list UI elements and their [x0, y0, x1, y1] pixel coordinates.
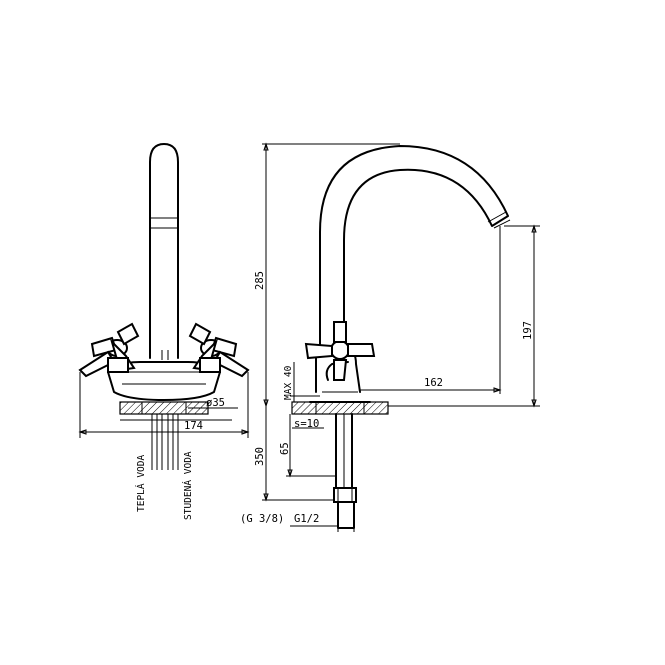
diameter-label: ø35	[206, 397, 225, 409]
base-width-label: 174	[184, 420, 203, 432]
wrench-size-label: s=10	[294, 418, 319, 430]
side-deck-plate	[291, 401, 389, 415]
front-view: ø35 174 TEPLÁ VODA STUDENÁ VODA	[78, 143, 250, 520]
supply-hoses	[151, 414, 179, 470]
shank-length-label: 350	[254, 447, 266, 466]
side-valve-handle	[304, 321, 376, 381]
cold-water-label: STUDENÁ VODA	[182, 451, 194, 520]
side-inlet	[337, 501, 355, 529]
thread-inlet-label: G1/2	[294, 513, 319, 525]
side-spout-outer	[319, 145, 509, 353]
spout-reach-label: 162	[424, 377, 443, 389]
hot-water-label: TEPLÁ VODA	[135, 455, 147, 512]
thread-hoses-label: (G 3/8)	[240, 513, 284, 525]
total-height-label: 285	[254, 271, 266, 290]
side-view: 285 MAX 40 350 65 s=10 162 197	[240, 142, 540, 532]
max-deck-label: MAX 40	[283, 365, 294, 400]
front-spout	[149, 143, 179, 359]
deck-offset-label: 65	[279, 442, 291, 455]
cold-valve-handle	[188, 322, 250, 378]
hot-valve-handle	[78, 322, 140, 378]
spout-height-label: 197	[522, 321, 534, 340]
side-nut	[333, 487, 357, 503]
